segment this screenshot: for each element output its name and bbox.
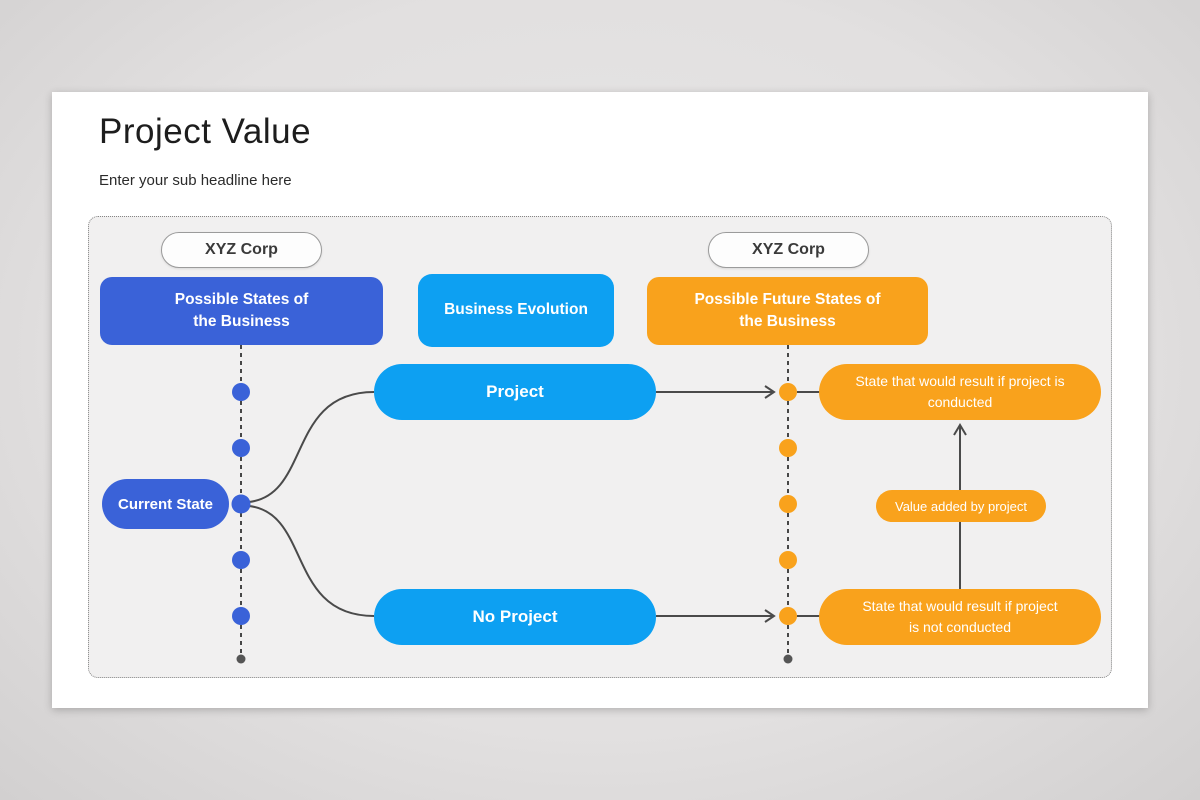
header-business-evolution: Business Evolution <box>418 274 614 347</box>
header-possible-future-states-line2: the Business <box>739 313 836 330</box>
right-timeline-dot <box>779 439 797 457</box>
header-possible-states-line1: Possible States of <box>174 290 309 308</box>
current-state-pill: Current State <box>102 479 229 529</box>
left-timeline-end-dot <box>236 654 246 664</box>
project-value-diagram: XYZ Corp XYZ Corp Possible States of the… <box>88 216 1112 678</box>
result-not-conducted-pill: State that would result if project is no… <box>819 589 1101 645</box>
no-project-arrowhead-icon <box>764 609 776 623</box>
result-conducted-line1: State that would result if project is <box>855 373 1065 389</box>
result-not-conducted-line1: State that would result if project <box>862 598 1058 614</box>
header-possible-states: Possible States of the Business <box>100 277 383 345</box>
current-state-text: Current State <box>117 495 214 513</box>
left-timeline-dot <box>232 607 250 625</box>
slide-title: Project Value <box>99 112 312 151</box>
left-timeline-dot <box>232 551 250 569</box>
no-project-pill: No Project <box>374 589 656 645</box>
value-added-text: Value added by project <box>894 498 1028 514</box>
result-conducted-pill: State that would result if project is co… <box>819 364 1101 420</box>
no-project-text: No Project <box>472 607 558 626</box>
slide-subtitle: Enter your sub headline here <box>99 172 292 189</box>
branch-curve-to-no-project <box>248 505 375 617</box>
right-timeline-dot <box>779 383 797 401</box>
right-timeline-dot <box>779 495 797 513</box>
project-text: Project <box>486 382 544 401</box>
org-label-left: XYZ Corp <box>161 232 322 268</box>
org-label-left-text: XYZ Corp <box>205 241 278 258</box>
project-arrowhead-icon <box>764 385 776 399</box>
value-added-arrowhead-icon <box>953 423 967 436</box>
right-timeline-dot <box>779 551 797 569</box>
header-possible-future-states: Possible Future States of the Business <box>647 277 928 345</box>
header-possible-future-states-line1: Possible Future States of <box>694 290 881 308</box>
result-not-conducted-line2: is not conducted <box>909 619 1011 635</box>
right-timeline-end-dot <box>783 654 793 664</box>
header-possible-states-line2: the Business <box>193 313 290 330</box>
connector-lines-layer <box>231 345 967 664</box>
slide: Project Value Enter your sub headline he… <box>52 92 1148 708</box>
result-conducted-line2: conducted <box>927 394 993 410</box>
project-pill: Project <box>374 364 656 420</box>
left-timeline-dot <box>232 383 250 401</box>
org-label-right: XYZ Corp <box>708 232 869 268</box>
left-timeline-dot-current <box>231 494 251 514</box>
right-timeline-dot <box>779 607 797 625</box>
left-timeline-dot <box>232 439 250 457</box>
org-label-right-text: XYZ Corp <box>752 241 825 258</box>
header-business-evolution-text: Business Evolution <box>444 301 588 319</box>
branch-curve-to-project <box>248 391 375 503</box>
value-added-pill: Value added by project <box>876 490 1046 522</box>
